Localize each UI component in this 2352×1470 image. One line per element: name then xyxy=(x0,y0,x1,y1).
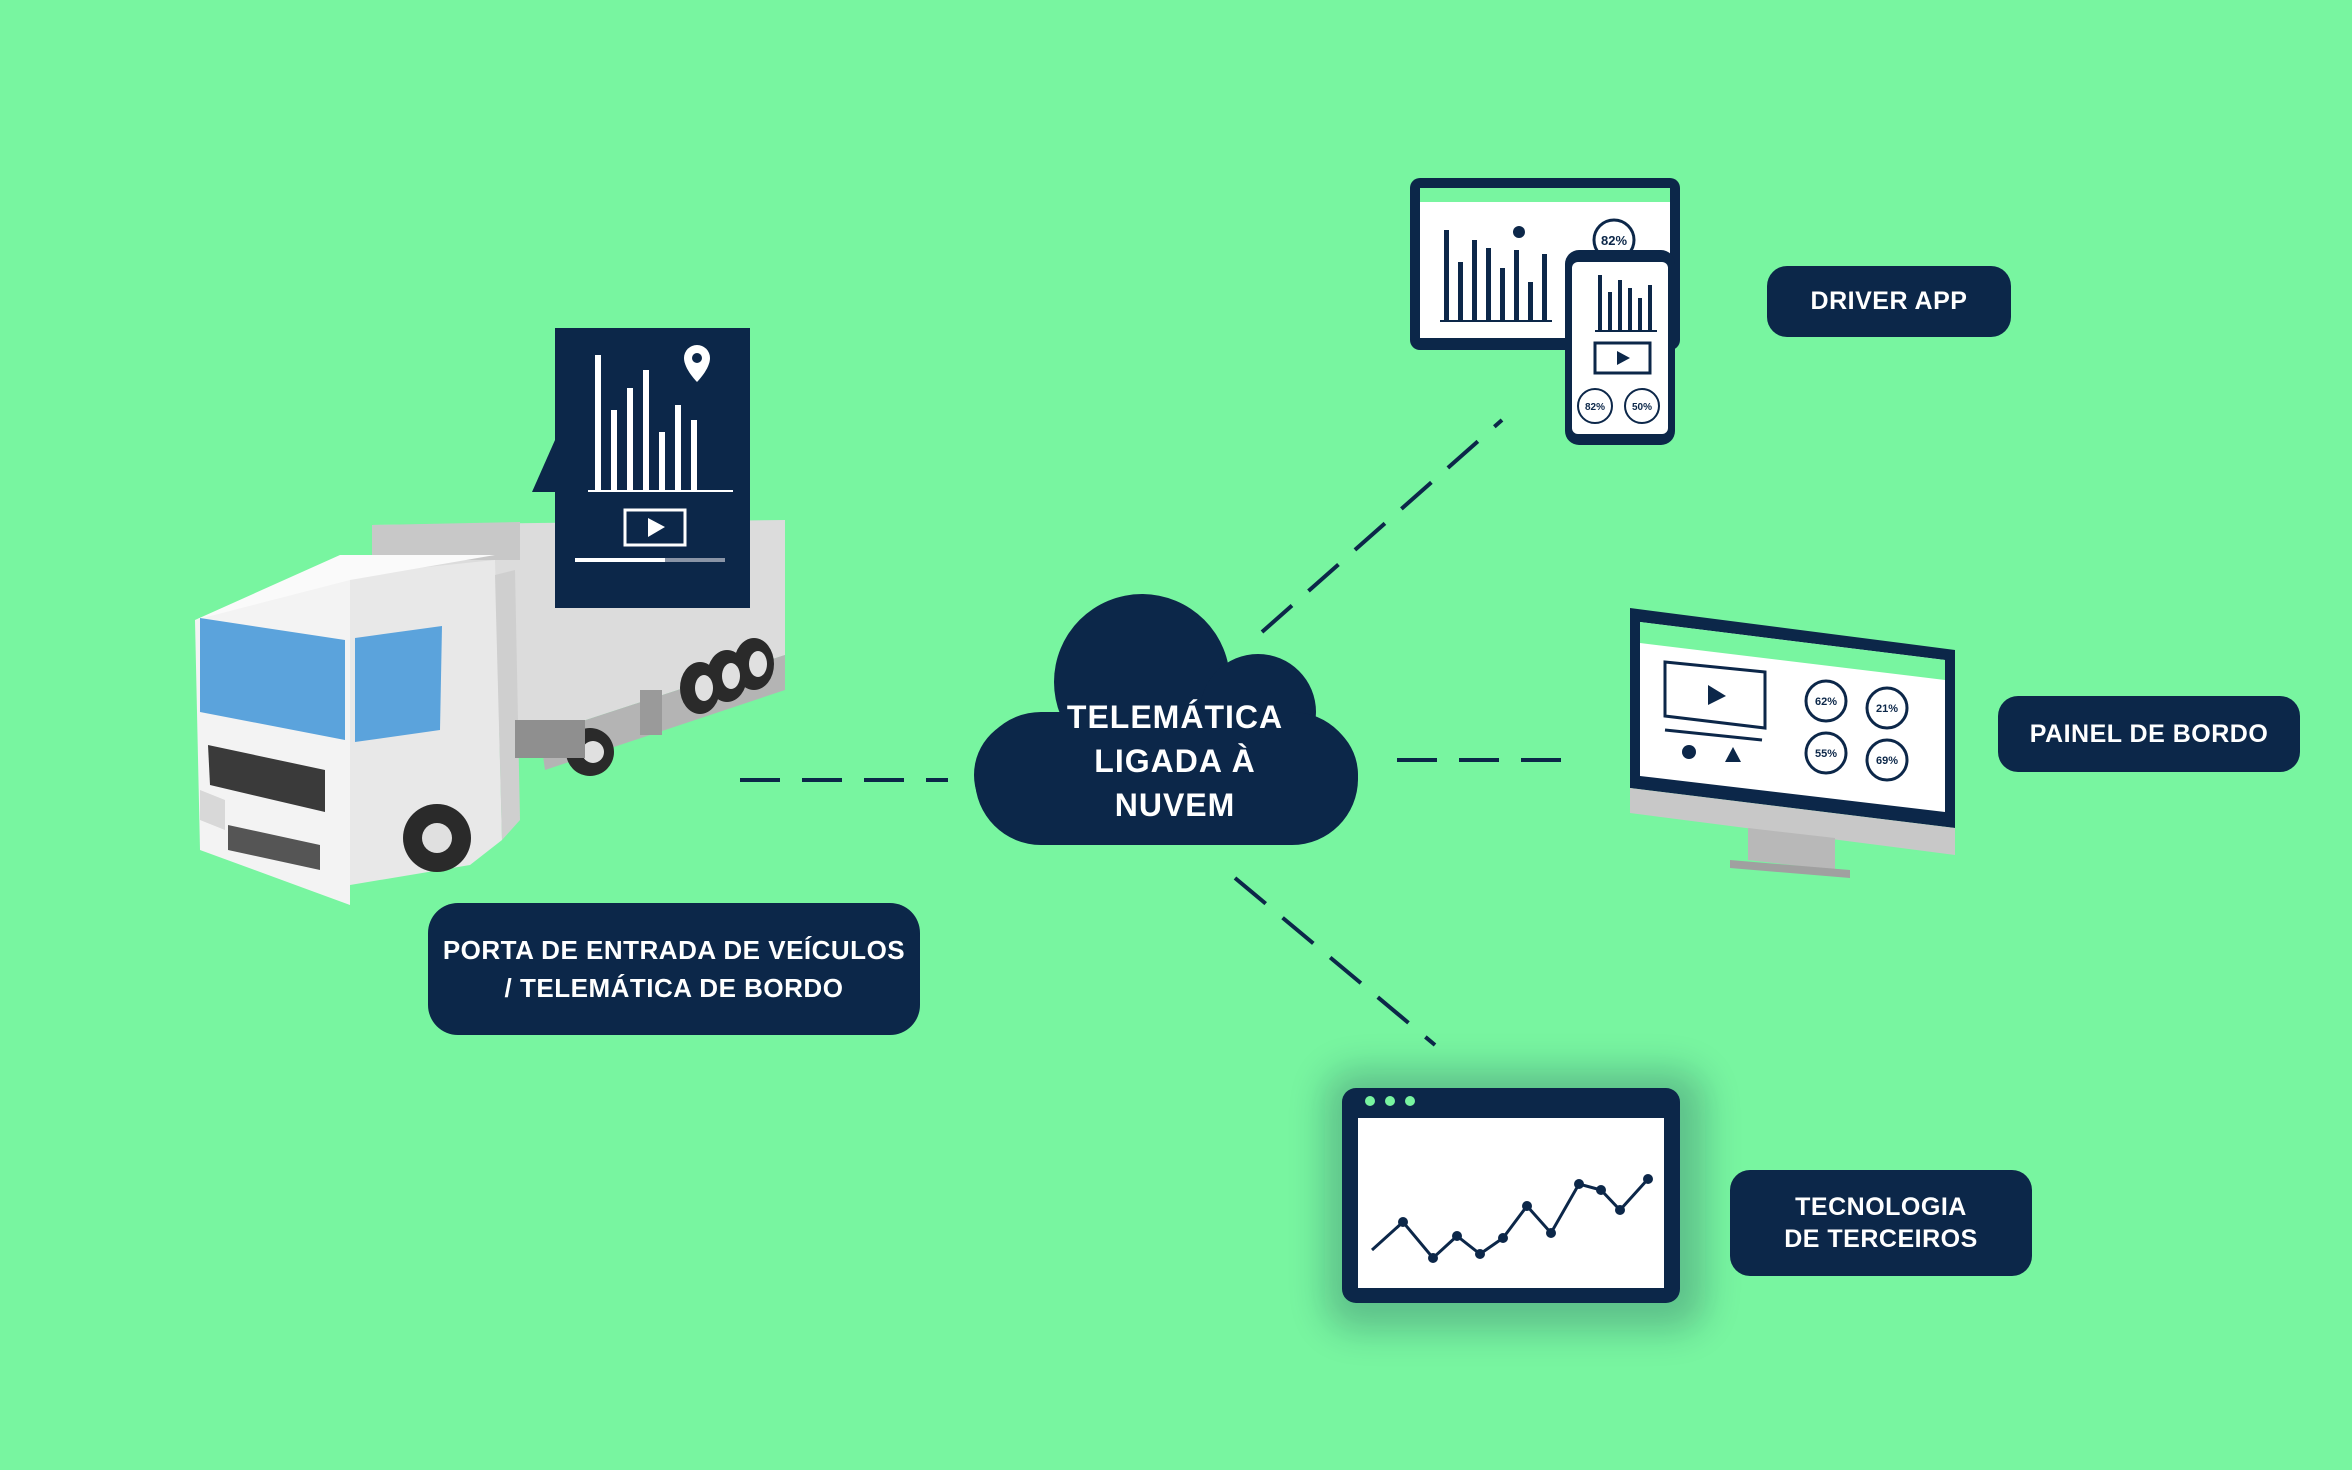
tablet-gauge: 82% xyxy=(1601,233,1627,248)
cloud-label: TELEMÁTICA LIGADA À NUVEM xyxy=(1040,695,1310,827)
third-party-label-line: DE TERCEIROS xyxy=(1784,1225,1978,1253)
phone-device: 82% 50% xyxy=(1565,250,1675,445)
play-icon xyxy=(648,518,665,537)
dashboard-label-text: PAINEL DE BORDO xyxy=(2029,719,2269,748)
vehicle-gateway-label: PORTA DE ENTRADA DE VEÍCULOS / TELEMÁTIC… xyxy=(428,903,920,1035)
monitor-gauge-4: 69% xyxy=(1876,755,1898,767)
line-chart-icon xyxy=(1370,1174,1653,1263)
phone-gauge-1: 82% xyxy=(1585,402,1605,413)
cloud-label-line: TELEMÁTICA xyxy=(1066,699,1284,735)
third-party-label: TECNOLOGIA DE TERCEIROS xyxy=(1730,1170,2032,1276)
monitor-device: 62% 21% 55% 69% xyxy=(1630,608,1955,878)
driver-app-label: DRIVER APP xyxy=(1767,266,2011,337)
location-pin-icon xyxy=(1513,226,1525,238)
play-icon xyxy=(1708,685,1726,705)
driver-app-label-text: DRIVER APP xyxy=(1810,287,1968,315)
vehicle-gateway-label-line: PORTA DE ENTRADA DE VEÍCULOS xyxy=(442,935,906,965)
warning-icon xyxy=(1725,747,1741,762)
monitor-gauge-1: 62% xyxy=(1815,696,1837,708)
cloud-icon xyxy=(974,594,1358,845)
phone-gauge-2: 50% xyxy=(1632,402,1652,413)
vehicle-gateway-label-line: / TELEMÁTICA DE BORDO xyxy=(504,973,844,1003)
connector-third-party xyxy=(1233,876,1437,1047)
cloud-label-line: NUVEM xyxy=(1114,787,1236,823)
connector-driver-app xyxy=(1260,418,1504,634)
monitor-gauge-2: 21% xyxy=(1876,703,1898,715)
cloud-label-line: LIGADA À xyxy=(1094,743,1256,779)
truck-data-callout xyxy=(532,328,750,608)
dashboard-label: PAINEL DE BORDO xyxy=(1998,696,2300,772)
location-pin-icon xyxy=(684,345,710,382)
connectors xyxy=(740,418,1582,1047)
third-party-label-line: TECNOLOGIA xyxy=(1795,1193,1967,1221)
monitor-gauge-3: 55% xyxy=(1815,748,1837,760)
location-pin-icon xyxy=(1682,745,1696,759)
play-icon xyxy=(1617,351,1630,365)
third-party-window xyxy=(1325,1070,1705,1330)
bar-chart-icon xyxy=(588,355,733,492)
